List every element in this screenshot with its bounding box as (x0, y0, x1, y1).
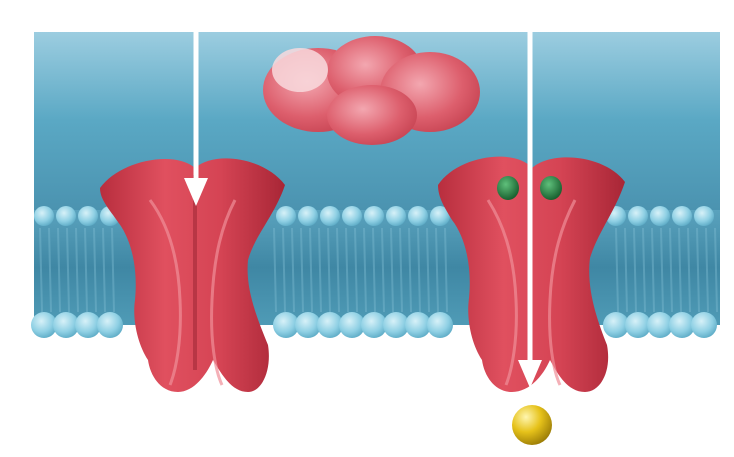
phospholipid-head (628, 206, 648, 226)
phospholipid-head (427, 312, 453, 338)
phospholipid-head (650, 206, 670, 226)
phospholipid-head (408, 206, 428, 226)
phospholipid-head (342, 206, 362, 226)
phospholipid-head (320, 206, 340, 226)
phospholipid-head (97, 312, 123, 338)
phospholipid-head (386, 206, 406, 226)
receptor-site-left (497, 176, 519, 200)
receptor-site-right (540, 176, 562, 200)
phospholipid-head (78, 206, 98, 226)
phospholipid-head (298, 206, 318, 226)
phospholipid-head (694, 206, 714, 226)
phospholipid-head (364, 206, 384, 226)
phospholipid-head (56, 206, 76, 226)
phospholipid-head (672, 206, 692, 226)
phospholipid-head (34, 206, 54, 226)
phospholipid-head (691, 312, 717, 338)
phospholipid-head (276, 206, 296, 226)
ion-sphere-icon (512, 405, 552, 445)
